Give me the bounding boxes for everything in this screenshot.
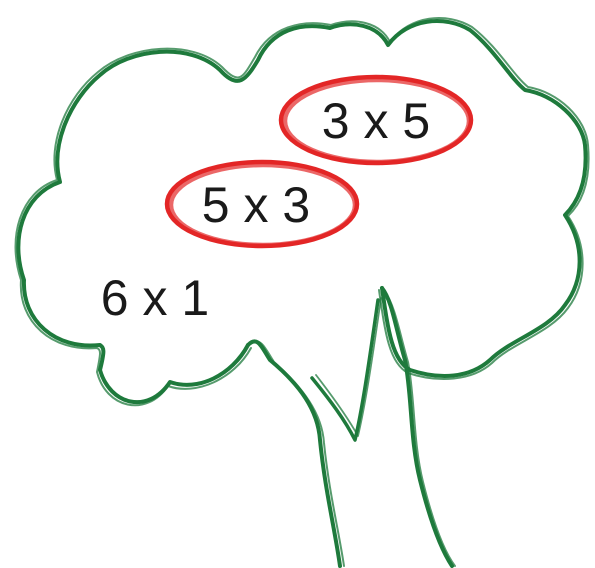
tree-branch-fork-sketch <box>316 298 381 436</box>
tree-trunk-right-edge <box>382 288 452 566</box>
fact-5x3: 5 x 3 <box>202 177 310 233</box>
tree-trunk-left-edge-sketch <box>252 341 344 566</box>
tree-trunk-right-edge-sketch <box>385 292 455 566</box>
fact-6x1: 6 x 1 <box>101 270 209 326</box>
tree-branch-fork <box>312 300 378 440</box>
tree-trunk <box>248 288 455 566</box>
fact-3x5: 3 x 5 <box>322 93 430 149</box>
